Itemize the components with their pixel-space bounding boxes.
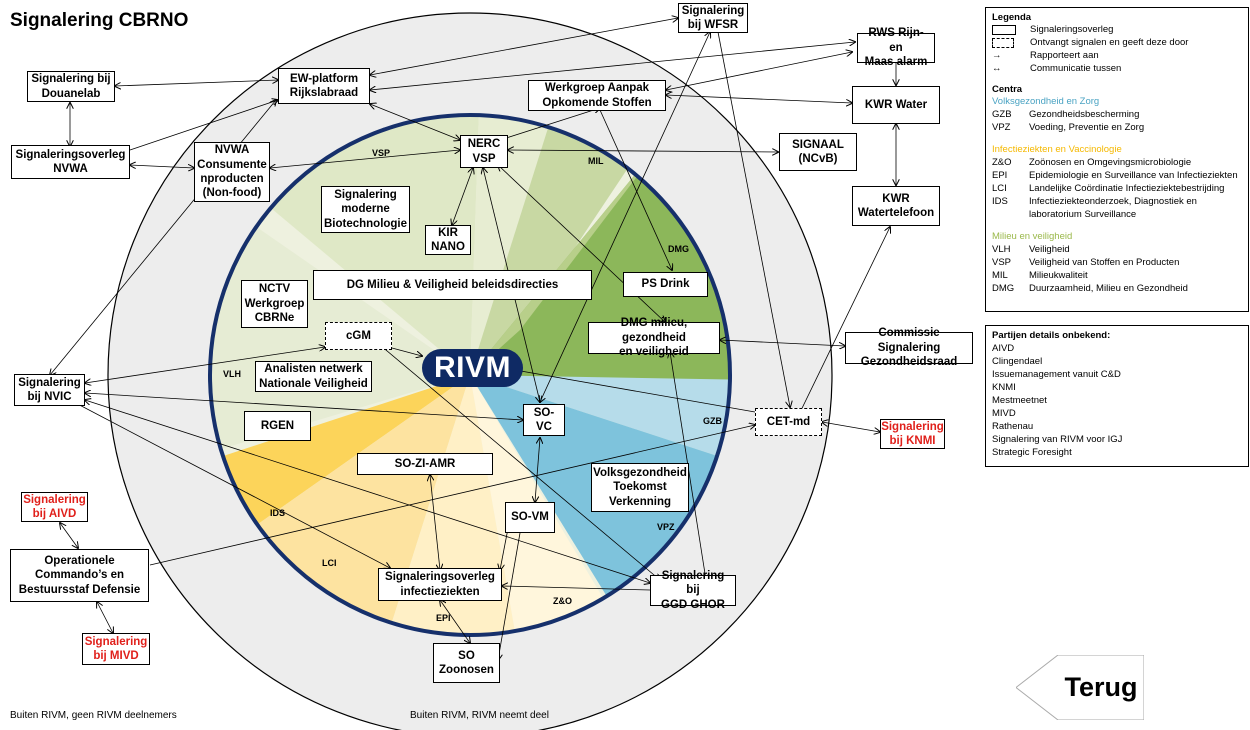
node-kwr-water[interactable]: KWR Water [852, 86, 940, 124]
node-ggd-ghor[interactable]: Signalering bij GGD GHOR [650, 570, 736, 611]
node-nctv-werkgroep[interactable]: NCTV Werkgroep CBRNe [241, 280, 308, 328]
arrow-right-icon: → [992, 50, 1002, 61]
node-ps-drink[interactable]: PS Drink [623, 272, 708, 297]
node-werkgroep-aanpak[interactable]: Werkgroep Aanpak Opkomende Stoffen [528, 80, 666, 111]
segment-label-ids: IDS [270, 508, 286, 518]
party-item: Clingendael [992, 356, 1043, 367]
segment-label-mil: MIL [588, 156, 604, 166]
legend-centra-heading: Centra [992, 84, 1023, 95]
legend-heading: Legenda [992, 12, 1032, 23]
party-item: Mestmeetnet [992, 395, 1047, 406]
party-item: Rathenau [992, 421, 1034, 432]
node-ew-platform[interactable]: EW-platform Rijkslabraad [278, 68, 370, 104]
segment-label-lci: LCI [322, 558, 337, 568]
node-signaleringsoverleg-infectieziekten[interactable]: Signaleringsoverleg infectieziekten [378, 568, 502, 601]
node-moderne-biotechnologie[interactable]: Signalering moderne Biotechnologie [321, 186, 410, 233]
unknown-parties-panel: Partijen details onbekend: AIVD Clingend… [985, 325, 1249, 467]
node-signalering-knmi[interactable]: Signalering bij KNMI [880, 419, 945, 449]
legend-item-label: Communicatie tussen [1030, 63, 1122, 74]
legend-group-infectieziekten: Infectieziekten en Vaccinologie [992, 144, 1122, 155]
node-defensie[interactable]: Operationele Commando’s en Bestuursstaf … [10, 549, 149, 602]
node-commissie-signalering[interactable]: Commissie Signalering Gezondheidsraad [845, 327, 973, 368]
node-cgm[interactable]: cGM [325, 322, 392, 350]
page-title: Signalering CBRNO [10, 10, 189, 31]
rivm-badge[interactable]: RIVM [422, 349, 523, 387]
footer-outside-rivm-participates: Buiten RIVM, RIVM neemt deel [410, 710, 549, 721]
legend-item: Signaleringsoverleg [992, 23, 1242, 36]
node-signaal-ncvb[interactable]: SIGNAAL (NCvB) [779, 133, 857, 171]
node-signalering-mivd[interactable]: Signalering bij MIVD [82, 633, 150, 665]
node-nerc-vsp[interactable]: NERC VSP [460, 135, 508, 168]
segment-label-epi: EPI [436, 613, 451, 623]
node-so-zi-amr[interactable]: SO-ZI-AMR [357, 453, 493, 475]
node-signalering-nvic[interactable]: Signalering bij NVIC [14, 374, 85, 406]
node-dmg-milieu[interactable]: DMG milieu, gezondheid en veiligheid [588, 317, 720, 358]
solid-box-icon [992, 24, 1016, 35]
node-signalering-aivd[interactable]: Signalering bij AIVD [21, 492, 88, 522]
legend-item: → Rapporteert aan [992, 49, 1242, 62]
party-item: Strategic Foresight [992, 447, 1072, 458]
legend-item: ↔ Communicatie tussen [992, 62, 1242, 75]
segment-label-vpz: VPZ [657, 522, 675, 532]
node-signaleringsoverleg-nvwa[interactable]: Signaleringsoverleg NVWA [11, 145, 130, 179]
legend-group-milieu: Milieu en veiligheid [992, 231, 1073, 242]
node-cet-md[interactable]: CET-md [755, 408, 822, 436]
party-item: AIVD [992, 343, 1015, 354]
legend-item-label: Rapporteert aan [1030, 50, 1099, 61]
segment-label-vlh: VLH [223, 369, 241, 379]
node-signalering-wfsr[interactable]: Signalering bij WFSR [678, 3, 748, 33]
node-rws-rijn-maas[interactable]: RWS Rijn- en Maas alarm [857, 27, 935, 68]
parties-heading: Partijen details onbekend: [992, 330, 1111, 341]
legend-item-label: Ontvangt signalen en geeft deze door [1030, 37, 1189, 48]
legend-group-volksgezondheid: Volksgezondheid en Zorg [992, 96, 1100, 107]
node-dg-milieu-veiligheid[interactable]: DG Milieu & Veiligheid beleidsdirecties [313, 270, 592, 300]
node-so-zoonosen[interactable]: SO Zoonosen [433, 643, 500, 683]
party-item: Signalering van RIVM voor IGJ [992, 434, 1123, 445]
party-item: KNMI [992, 382, 1016, 393]
party-item: Issuemanagement vanuit C&D [992, 369, 1121, 380]
segment-label-dmg: DMG [668, 244, 689, 254]
legend-centre-row: laboratorium Surveillance [1029, 209, 1137, 220]
legend-item-label: Signaleringsoverleg [1030, 24, 1114, 35]
legend-item: Ontvangt signalen en geeft deze door [992, 36, 1242, 49]
node-so-vm[interactable]: SO-VM [505, 502, 555, 533]
node-so-vc[interactable]: SO-VC [523, 404, 565, 436]
footer-outside-no-rivm: Buiten RIVM, geen RIVM deelnemers [10, 710, 177, 721]
party-item: MIVD [992, 408, 1016, 419]
back-button-shape[interactable] [1016, 655, 1144, 720]
node-analisten-netwerk[interactable]: Analisten netwerk Nationale Veiligheid [255, 361, 372, 392]
back-button[interactable]: Terug [1064, 671, 1138, 702]
node-kwr-watertelefoon[interactable]: KWR Watertelefoon [852, 186, 940, 226]
legend-panel: Legenda Signaleringsoverleg Ontvangt sig… [985, 7, 1249, 312]
dashed-box-icon [992, 37, 1014, 48]
node-nvwa-consumentenproducten[interactable]: NVWA Consumente nproducten (Non-food) [194, 142, 270, 202]
node-douanelab[interactable]: Signalering bij Douanelab [27, 71, 115, 102]
segment-label-zo: Z&O [553, 596, 572, 606]
arrow-both-icon: ↔ [992, 63, 1002, 74]
node-rgen[interactable]: RGEN [244, 411, 311, 441]
node-volksgezondheid-toekomst[interactable]: Volksgezondheid Toekomst Verkenning [591, 463, 689, 512]
node-kir-nano[interactable]: KIR NANO [425, 225, 471, 255]
segment-label-gzb: GZB [703, 416, 722, 426]
segment-label-vsp: VSP [372, 148, 391, 158]
